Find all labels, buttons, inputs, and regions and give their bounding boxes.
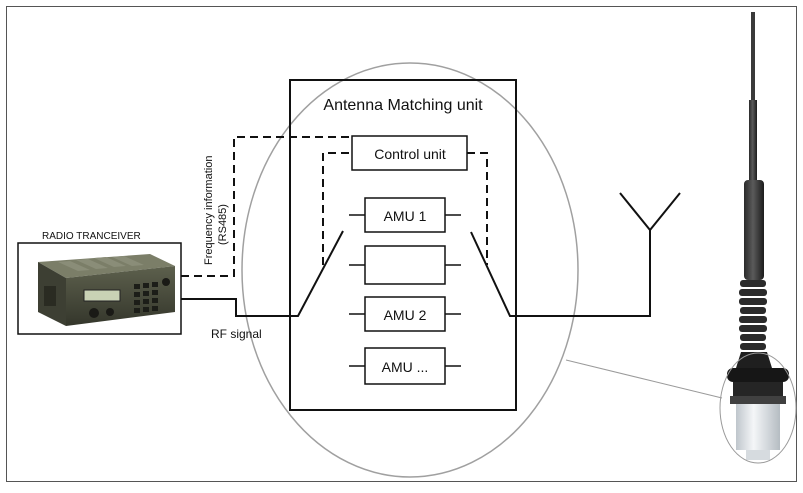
amu-more-label: AMU ... [382, 359, 429, 375]
enclosure-ellipse [241, 62, 579, 478]
control-unit-label: Control unit [374, 146, 446, 162]
rf-signal-label: RF signal [211, 327, 262, 341]
outer-frame [6, 6, 797, 482]
amu-2-label: AMU 2 [384, 307, 427, 323]
callout-line [565, 359, 723, 399]
amu-blank [349, 245, 461, 285]
antenna-image [719, 12, 797, 464]
antenna-matching-unit-box [289, 79, 517, 411]
frequency-info-line-1: Frequency information [203, 156, 215, 265]
amu-1: AMU 1 [349, 197, 461, 233]
radio-transceiver-label: RADIO TRANCEIVER [42, 231, 141, 242]
frequency-info-line-2: (RS485) [217, 204, 229, 245]
control-unit-box [351, 135, 468, 171]
amu-title: Antenna Matching unit [323, 97, 483, 114]
control-dashed-lines [181, 136, 488, 277]
radio-image [38, 254, 175, 326]
rf-signal-path [181, 192, 681, 317]
amu-1-label: AMU 1 [384, 208, 427, 224]
antenna-base-highlight [719, 352, 797, 464]
radio-transceiver: RADIO TRANCEIVER [17, 231, 182, 335]
frequency-info-label: Frequency information (RS485) [203, 156, 229, 265]
amu-2: AMU 2 [349, 296, 461, 332]
amu-more: AMU ... [349, 347, 461, 385]
